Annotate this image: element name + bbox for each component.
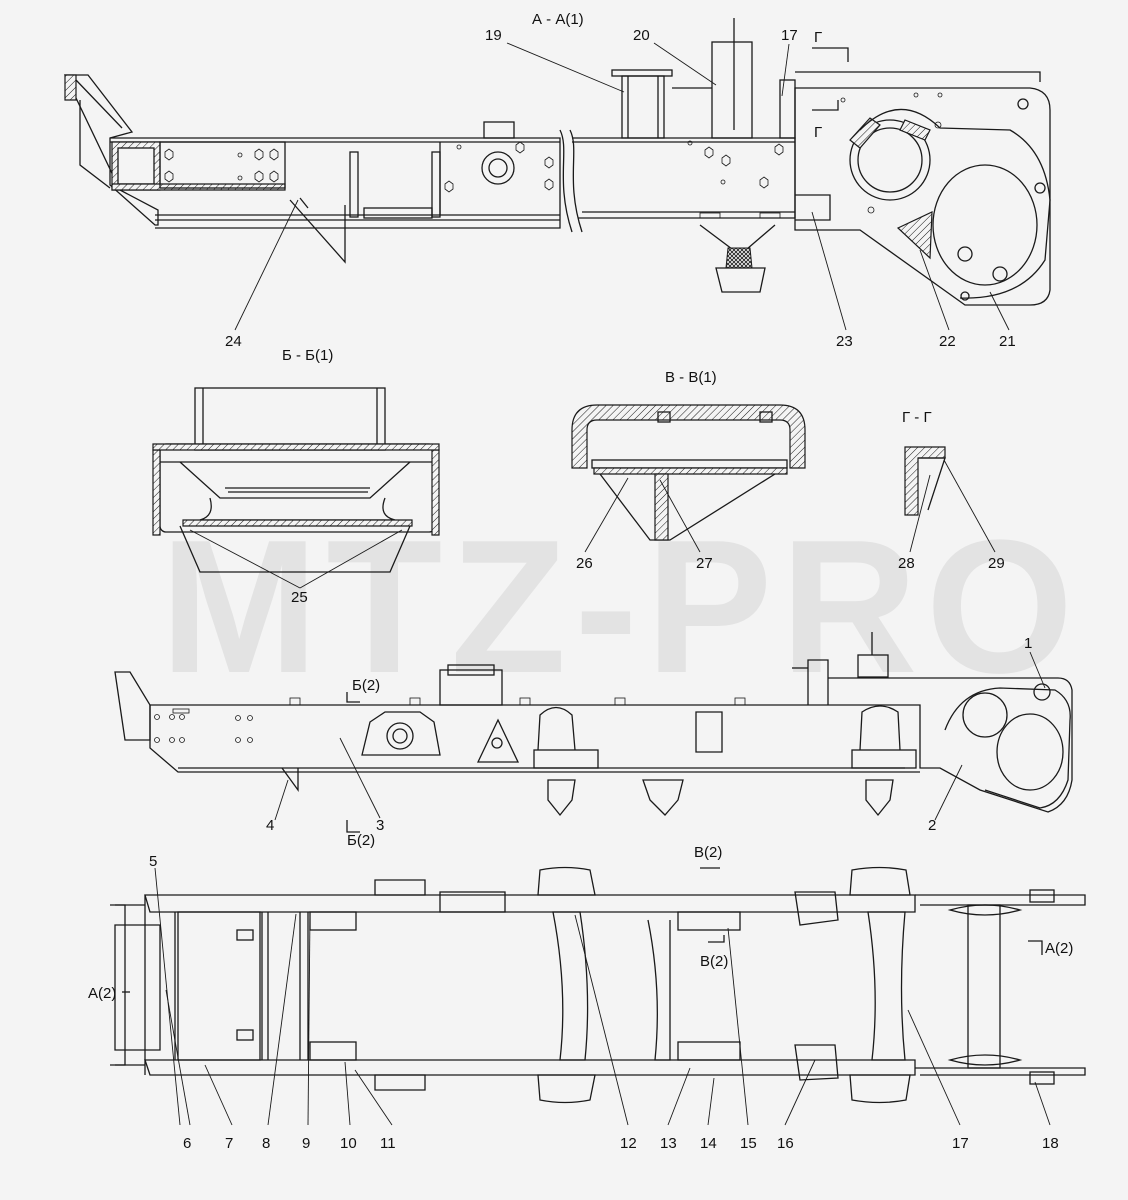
callout-3: 3 xyxy=(376,817,384,834)
section-mark-b2-bottom: Б(2) xyxy=(347,832,375,849)
callout-5: 5 xyxy=(149,853,157,870)
side-view: Б(2) Б(2) 1 2 3 4 xyxy=(114,632,1073,849)
spring-hanger-1 xyxy=(533,706,599,817)
callout-24: 24 xyxy=(225,333,242,350)
view-title-aa: А - А(1) xyxy=(532,11,584,28)
callout-20: 20 xyxy=(633,27,650,44)
callout-16: 16 xyxy=(777,1135,794,1152)
callout-4: 4 xyxy=(266,817,274,834)
callout-11: 11 xyxy=(380,1135,396,1152)
view-title-gg: Г - Г xyxy=(902,409,932,426)
callout-17-top: 17 xyxy=(781,27,798,44)
callout-23: 23 xyxy=(836,333,853,350)
view-title-bb: Б - Б(1) xyxy=(282,347,333,364)
section-mark-b2-top: Б(2) xyxy=(352,677,380,694)
section-view-gg: Г - Г 28 29 xyxy=(898,409,1005,572)
callout-25: 25 xyxy=(291,589,308,606)
section-view-bb: Б - Б(1) 25 xyxy=(152,347,440,606)
callout-18: 18 xyxy=(1042,1135,1059,1152)
spring-hanger-2 xyxy=(851,705,917,817)
section-mark-g-top: Г xyxy=(814,29,822,46)
callout-14: 14 xyxy=(700,1135,717,1152)
callout-29: 29 xyxy=(988,555,1005,572)
callout-13: 13 xyxy=(660,1135,677,1152)
callout-8: 8 xyxy=(262,1135,270,1152)
callout-22: 22 xyxy=(939,333,956,350)
callout-28: 28 xyxy=(898,555,915,572)
view-title-vv: В - В(1) xyxy=(665,369,717,386)
callout-15: 15 xyxy=(740,1135,757,1152)
callout-6: 6 xyxy=(183,1135,191,1152)
callout-27: 27 xyxy=(696,555,713,572)
callout-17-bottom: 17 xyxy=(952,1135,969,1152)
top-view: В(2) В(2) А(2) А(2) 5 6 7 8 9 10 xyxy=(88,844,1086,1152)
section-view-aa: А - А(1) xyxy=(63,11,1051,350)
callout-10: 10 xyxy=(340,1135,357,1152)
callout-12: 12 xyxy=(620,1135,637,1152)
callout-9: 9 xyxy=(302,1135,310,1152)
section-mark-g: Г Г xyxy=(812,29,849,141)
callout-21: 21 xyxy=(999,333,1016,350)
section-view-vv: В - В(1) 26 27 xyxy=(571,369,806,572)
section-mark-a2-right: А(2) xyxy=(1045,940,1073,957)
section-mark-a2-left: А(2) xyxy=(88,985,116,1002)
callout-1: 1 xyxy=(1024,635,1032,652)
section-mark-v2-top: В(2) xyxy=(694,844,722,861)
section-mark-g-bottom: Г xyxy=(814,124,822,141)
callout-26: 26 xyxy=(576,555,593,572)
callout-2: 2 xyxy=(928,817,936,834)
section-mark-v2-bottom: В(2) xyxy=(700,953,728,970)
callout-19: 19 xyxy=(485,27,502,44)
watermark: MTZ-PRO xyxy=(160,501,1081,713)
callout-7: 7 xyxy=(225,1135,233,1152)
